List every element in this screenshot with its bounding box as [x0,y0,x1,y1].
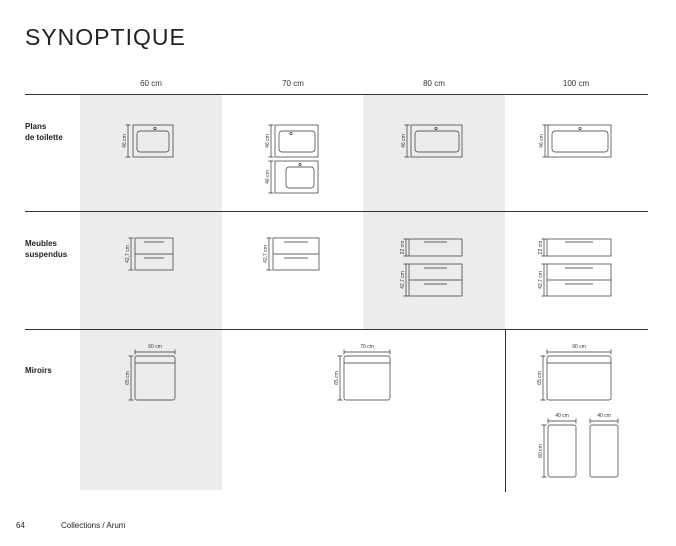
miroir-90 [540,349,612,401]
miroir-60 [128,349,176,401]
row-label-plans: Plans de toilette [25,122,63,142]
plan-100 [542,124,612,158]
miroir-70 [337,349,391,401]
meuble-80 [403,238,463,297]
rule-header [25,94,648,95]
miroir-40-a [541,418,577,478]
meuble-100 [541,238,612,297]
meuble-60 [128,237,174,271]
dim-meuble-100a: 22 cm [538,241,544,255]
row-label-meubles: Meubles suspendus [25,239,68,259]
dim-miroir-40b-w: 40 cm [597,413,611,419]
col-header-80: 80 cm [423,79,445,88]
dim-miroir-70-h: 65 cm [334,371,340,385]
dim-plan-100: 46 cm [539,134,545,148]
dim-meuble-80a: 22 cm [400,241,406,255]
page-title: SYNOPTIQUE [25,24,186,50]
dim-meuble-80b: 42,7 cm [400,271,406,289]
dim-miroir-40a-w: 40 cm [555,413,569,419]
shade-col-60-top [80,95,222,329]
plan-80 [404,124,463,158]
dim-plan-60: 46 cm [122,134,128,148]
col-header-70: 70 cm [282,79,304,88]
dim-miroir-40-h: 80 cm [538,444,544,458]
breadcrumb: Collections / Arum [61,521,126,530]
dim-meuble-70: 42,7 cm [263,245,269,263]
dim-meuble-60: 42,7 cm [125,245,131,263]
rule-mirror-divider [505,329,506,492]
row-label-miroirs: Miroirs [25,366,52,375]
dim-plan-80: 46 cm [401,134,407,148]
plan-60 [125,124,174,158]
miroir-40-b [589,418,619,478]
rule-row-2 [25,329,648,330]
dim-meuble-100b: 42,7 cm [538,271,544,289]
shade-col-80 [363,95,505,329]
meuble-70 [266,237,320,271]
dim-miroir-90-h: 65 cm [537,371,543,385]
col-header-60: 60 cm [140,79,162,88]
dim-plan-70b: 46 cm [265,170,271,184]
dim-miroir-60-w: 60 cm [148,344,162,350]
rule-row-1 [25,211,648,212]
col-header-100: 100 cm [562,79,590,88]
plan-70-top [268,124,319,158]
dim-miroir-70-w: 70 cm [360,344,374,350]
dim-plan-70a: 46 cm [265,134,271,148]
plan-70-bottom [268,160,319,194]
dim-miroir-90-w: 90 cm [572,344,586,350]
page-number: 64 [16,521,25,530]
dim-miroir-60-h: 65 cm [125,371,131,385]
